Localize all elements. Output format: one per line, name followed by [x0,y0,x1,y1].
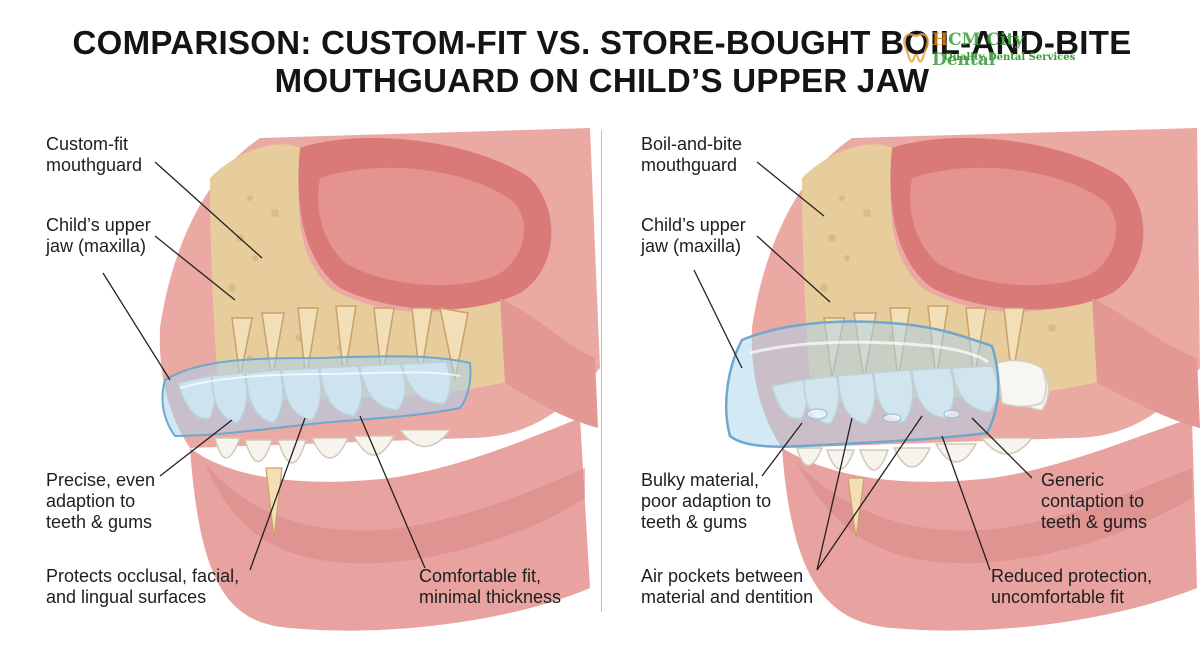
custom-fit-panel: Custom-fit mouthguard Child’s upper jaw … [0,118,600,638]
panel-divider [601,130,602,612]
dental-logo: HCM City Dental Quality Dental Services [902,30,1082,70]
comfortable-fit-label: Comfortable fit, minimal thickness [419,566,562,607]
logo-name: HCM City Dental [932,30,1025,70]
page-title-line-1: COMPARISON: CUSTOM-FIT VS. STORE-BOUGHT … [72,24,1132,61]
air-pockets-label: Air pockets between material and dentiti… [641,566,814,607]
tooth-logo-icon [903,33,929,63]
precise-adaption-label: Precise, even adaption to teeth & gums [46,470,156,532]
generic-contaption-label: Generic contaption to teeth & gums [1041,470,1148,532]
bulky-material-label: Bulky material, poor adaption to teeth &… [641,470,772,532]
boil-and-bite-jaw-illustration [693,128,1200,631]
custom-fit-jaw-illustration [102,128,600,631]
right-upper-jaw-label: Child’s upper jaw (maxilla) [641,215,746,256]
protects-surfaces-label: Protects occlusal, facial, and lingual s… [46,566,240,607]
left-upper-jaw-label: Child’s upper jaw (maxilla) [46,215,151,256]
boil-and-bite-mouthguard-label: Boil-and-bite mouthguard [641,134,743,175]
custom-fit-mouthguard-label: Custom-fit mouthguard [46,134,143,175]
boil-and-bite-panel: Boil-and-bite mouthguard Child’s upper j… [602,118,1202,638]
page-title-line-2: MOUTHGUARD ON CHILD’S UPPER JAW [274,62,930,99]
reduced-protection-label: Reduced protection, uncomfortable fit [991,566,1153,607]
logo-tagline: Quality Dental Services [944,52,1076,63]
